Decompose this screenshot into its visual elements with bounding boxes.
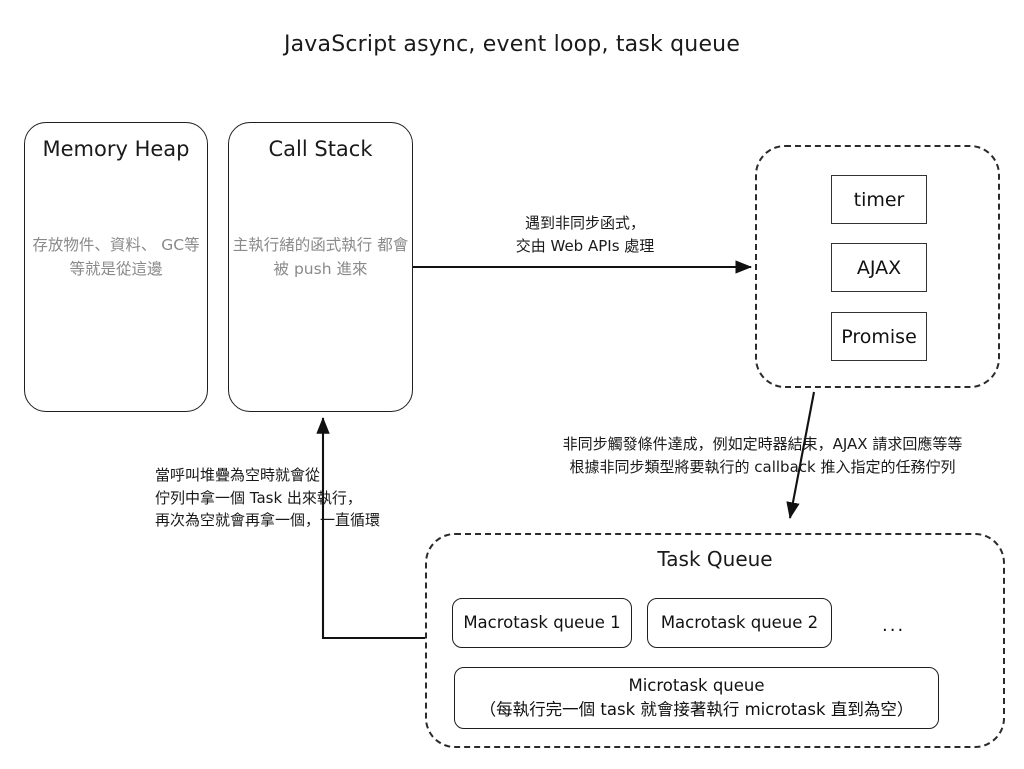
macrotask-ellipsis: ... (882, 615, 906, 636)
web-api-ajax-label: AJAX (856, 256, 902, 279)
call-stack-heading: Call Stack (268, 137, 373, 161)
web-apis-panel: timer AJAX Promise (755, 145, 1000, 388)
call-stack-panel: Call Stack 主執行緒的函式執行 都會被 push 進來 (228, 122, 413, 412)
annotation-to-web-apis: 遇到非同步函式， 交由 Web APIs 處理 (515, 214, 655, 255)
memory-heap-panel: Memory Heap 存放物件、資料、 GC等等就是從這邊 (24, 122, 208, 412)
web-api-promise-label: Promise (841, 325, 917, 348)
microtask-queue-box[interactable]: Microtask queue （每執行完一個 task 就會接著執行 micr… (454, 667, 939, 729)
annotation-to-task-queue: 非同步觸發條件達成，例如定時器結束，AJAX 請求回應等等 根據非同步類型將要執… (562, 435, 963, 476)
task-queue-panel: Task Queue Macrotask queue 1 Macrotask q… (425, 533, 1005, 748)
call-stack-description: 主執行緒的函式執行 都會被 push 進來 (232, 236, 409, 279)
macrotask-queue-1-box[interactable]: Macrotask queue 1 (452, 598, 632, 648)
web-api-promise-box[interactable]: Promise (831, 312, 927, 361)
annotation-back-to-call-stack: 當呼叫堆疊為空時就會從 佇列中拿一個 Task 出來執行， 再次為空就會再拿一個… (155, 466, 381, 529)
memory-heap-heading: Memory Heap (42, 137, 190, 161)
microtask-queue-label: Microtask queue (628, 676, 765, 696)
macrotask-queue-2-box[interactable]: Macrotask queue 2 (647, 598, 832, 648)
task-queue-heading: Task Queue (657, 547, 773, 571)
macrotask-queue-1-label: Macrotask queue 1 (463, 613, 621, 633)
microtask-queue-note: （每執行完一個 task 就會接著執行 microtask 直到為空） (479, 700, 914, 719)
web-api-timer-label: timer (853, 188, 905, 211)
web-api-timer-box[interactable]: timer (831, 175, 927, 224)
web-api-ajax-box[interactable]: AJAX (831, 243, 927, 292)
macrotask-queue-2-label: Macrotask queue 2 (660, 613, 819, 633)
memory-heap-description: 存放物件、資料、 GC等等就是從這邊 (32, 236, 200, 279)
page-title: JavaScript async, event loop, task queue (283, 32, 741, 57)
